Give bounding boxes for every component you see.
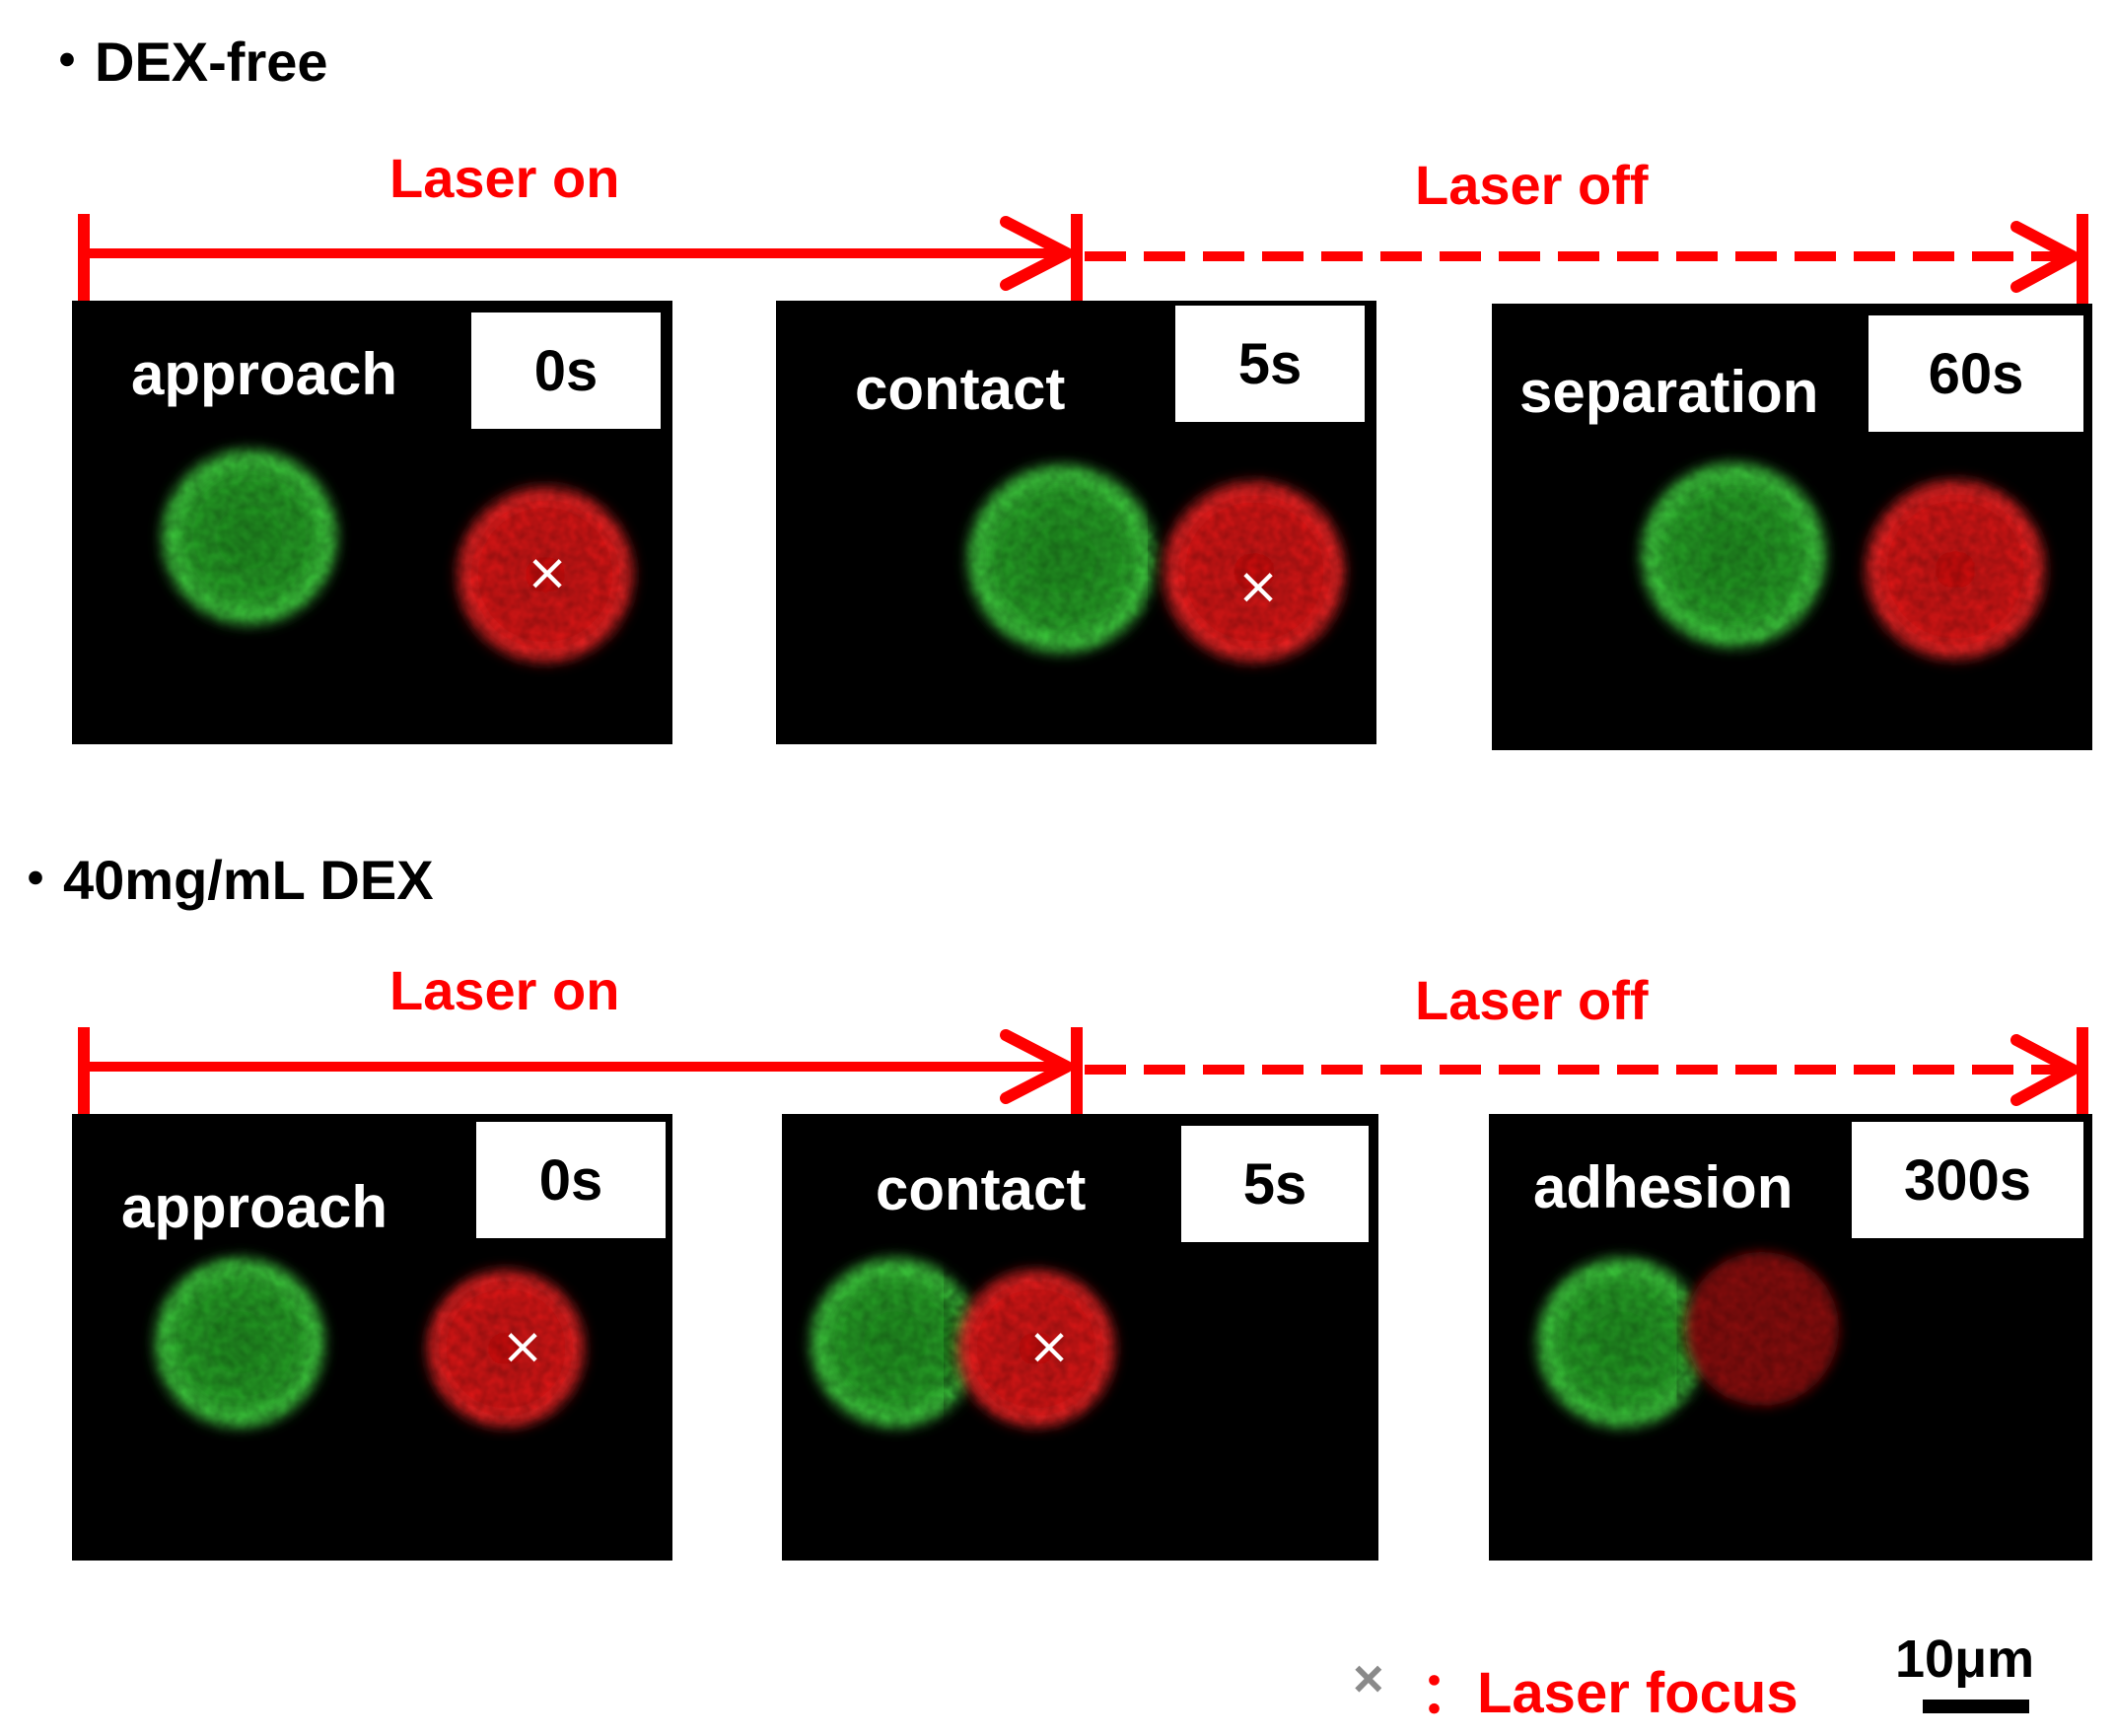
laser-off-label: Laser off [1415, 154, 1649, 216]
cell-image: × [156, 444, 639, 668]
cell-image: × [149, 1252, 590, 1433]
cell-image: × [961, 458, 1351, 668]
svg-text:×: × [1027, 1317, 1071, 1376]
cell-image [1531, 1252, 1839, 1433]
micrograph-panel-adhesion: adhesion 300s [1489, 1114, 2092, 1561]
time-box: 0s [471, 312, 661, 429]
cell-image: × [805, 1252, 1120, 1433]
stage-label: separation [1519, 359, 1819, 425]
time-box: 5s [1175, 306, 1365, 422]
svg-text:×: × [526, 543, 569, 602]
time-box: 60s [1868, 315, 2083, 432]
micrograph-panel-contact: × contact 5s [776, 301, 1376, 744]
stage-label: approach [121, 1174, 388, 1240]
timeline [78, 214, 2088, 306]
laser-on-label: Laser on [389, 959, 620, 1021]
stage-label: approach [131, 341, 398, 407]
legend-text: ：Laser focus [1420, 1661, 1798, 1725]
svg-text:×: × [501, 1317, 544, 1376]
laser-on-label: Laser on [389, 147, 620, 209]
laser-off-label: Laser off [1415, 969, 1649, 1031]
micrograph-panel-contact: × contact 5s [782, 1114, 1378, 1561]
laser-focus-marker-icon: × [1353, 1649, 1384, 1708]
time-box: 5s [1181, 1126, 1369, 1242]
timeline [78, 1027, 2088, 1119]
micrograph-panel-approach: × approach 0s [72, 301, 672, 744]
svg-text:×: × [1236, 557, 1280, 616]
stage-label: adhesion [1533, 1154, 1794, 1220]
time-box: 300s [1852, 1122, 2083, 1238]
time-box: 0s [476, 1122, 666, 1238]
stage-label: contact [876, 1156, 1087, 1222]
micrograph-panel-separation: separation 60s [1492, 304, 2092, 750]
scale-bar-line [1923, 1700, 2029, 1713]
section-title: ・40mg/mL DEX [8, 849, 434, 911]
stage-label: contact [855, 356, 1066, 422]
micrograph-panel-approach: × approach 0s [72, 1114, 672, 1561]
section-title: ・DEX-free [39, 31, 328, 93]
scale-bar-label: 10μm [1895, 1630, 2035, 1689]
cell-image [1635, 456, 2051, 665]
